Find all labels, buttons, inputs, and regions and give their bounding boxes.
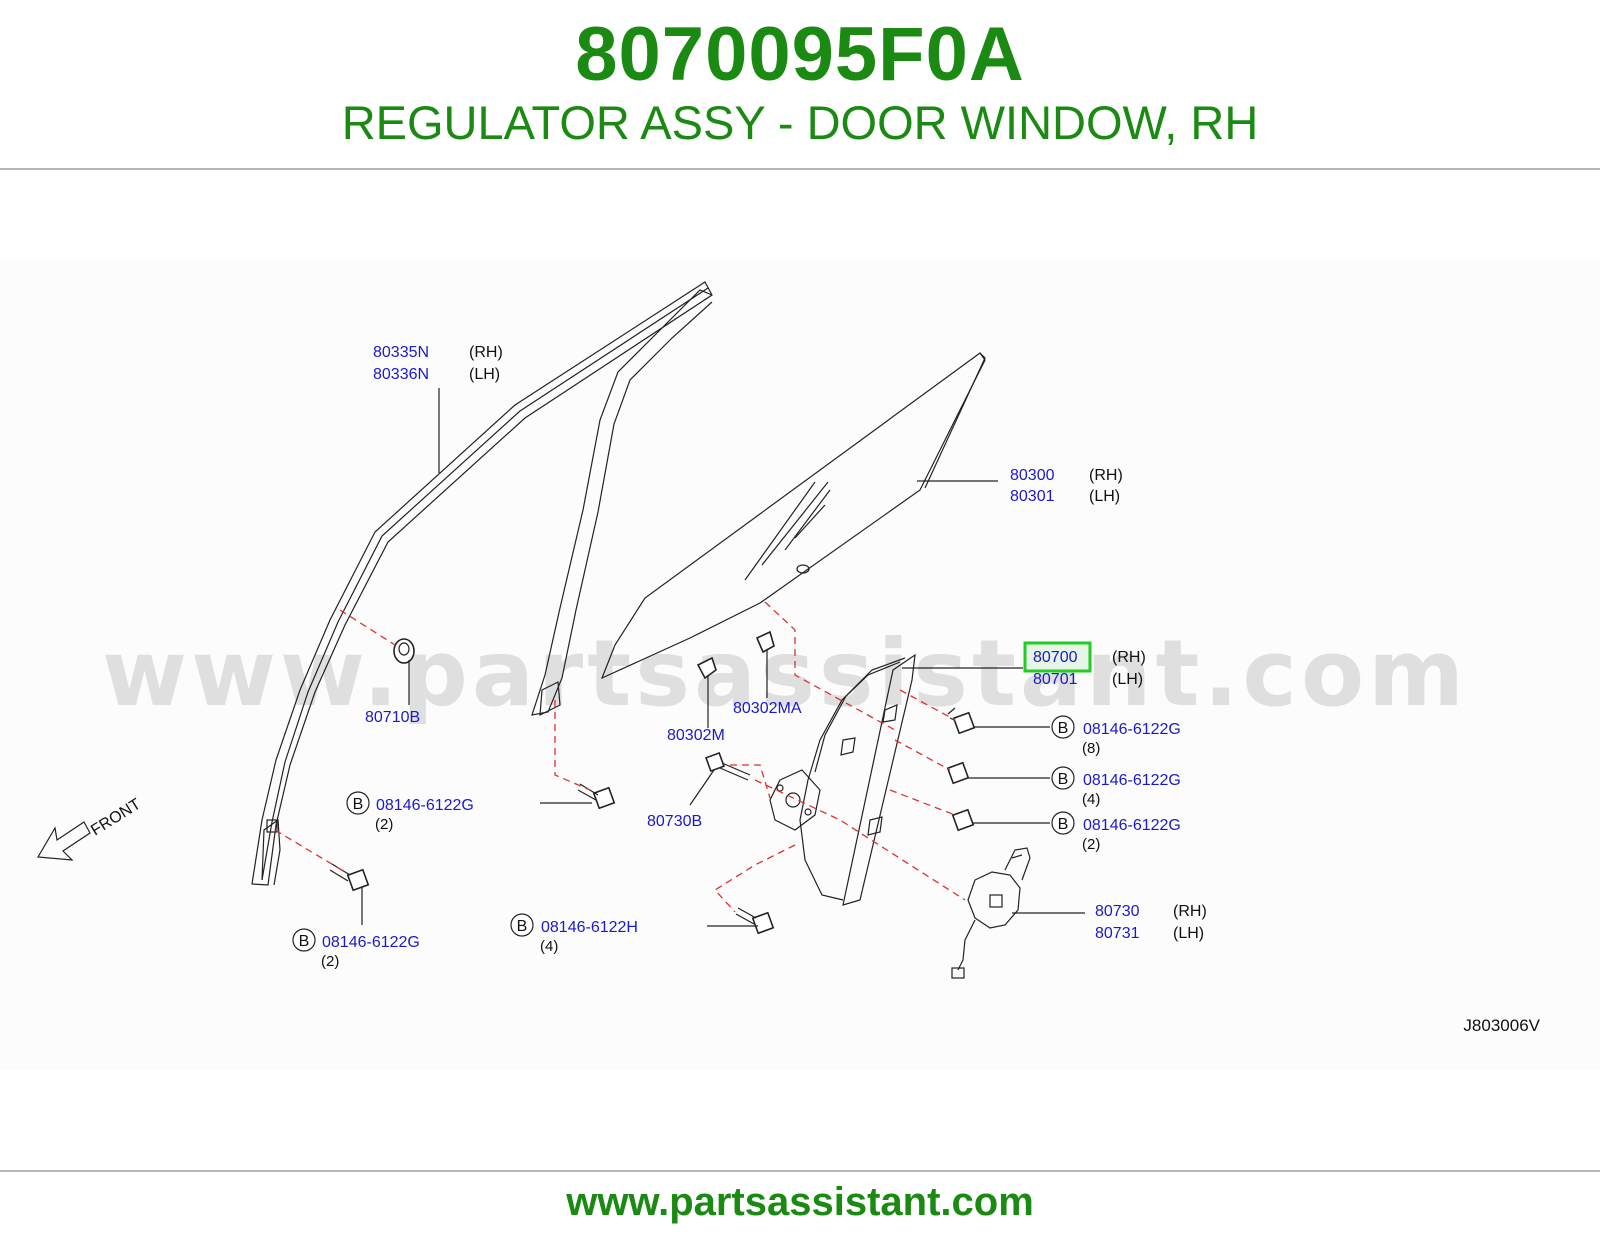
diagram-background [0,260,1600,1070]
bolt-badge-letter: B [299,933,310,950]
part-link-80336n[interactable]: 80336N [373,366,429,383]
side-lh-label: (LH) [1089,488,1120,505]
quantity-label: (2) [321,953,339,970]
bolt-badge-icon [1051,766,1075,790]
quantity-label: (2) [1082,836,1100,853]
watermark-text: www.partsassistant.com [102,620,1468,727]
part-link-08146-6122g[interactable]: 08146-6122G [1083,772,1181,789]
bolt-icon-80730b [705,752,751,781]
diagram-reference-code: J803006V [1463,1016,1540,1035]
part-description: REGULATOR ASSY - DOOR WINDOW, RH [341,96,1259,149]
part-link-08146-6122g[interactable]: 08146-6122G [1083,721,1181,738]
part-link-80302ma[interactable]: 80302MA [733,700,802,717]
part-link-08146-6122h[interactable]: 08146-6122H [541,919,638,936]
part-number-title: 8070095F0A [575,12,1025,97]
part-link-08146-6122g[interactable]: 08146-6122G [322,934,420,951]
footer-divider [0,1170,1600,1172]
part-link-08146-6122g[interactable]: 08146-6122G [376,797,474,814]
side-lh-label: (LH) [1173,925,1204,942]
part-link-80700-highlighted[interactable]: 80700 [1033,649,1078,666]
bolt-icon-left-mid [577,783,616,810]
bolt-callout-left-mid: B 08146-6122G (2) [346,791,474,833]
bolt-badge-letter: B [1058,816,1069,833]
quantity-label: (8) [1082,740,1100,757]
highlighted-part-box [1023,641,1092,673]
leader-lines [361,388,1085,927]
regulator-motor [951,847,1031,979]
glass-holder-80302ma [755,630,775,654]
bolt-badge-letter: B [517,918,528,935]
side-rh-label: (RH) [1089,467,1123,484]
bolt-badge-icon [292,928,316,952]
bolt-badge-letter: B [1058,771,1069,788]
bolt-badge-icon [346,791,370,815]
bolt-badge-letter: B [1058,720,1069,737]
bolt-badge-icon [510,913,534,937]
door-glass [600,352,986,680]
bolt-badge-icon [1051,811,1075,835]
window-regulator [769,653,916,906]
bolt-callout-r3: B 08146-6122G (2) [1051,811,1181,853]
side-rh-label: (RH) [469,344,503,361]
part-link-80730b[interactable]: 80730B [647,813,702,830]
part-link-80335n[interactable]: 80335N [373,344,429,361]
footer-site-link[interactable]: www.partsassistant.com [566,1180,1034,1224]
side-lh-label: (LH) [469,366,500,383]
bolt-badge-icon [1051,715,1075,739]
part-link-80300[interactable]: 80300 [1010,467,1055,484]
bolt-icon-center-low [735,907,775,935]
part-link-80701[interactable]: 80701 [1033,671,1078,688]
parts-diagram: www.partsassistant.com [0,260,1600,1070]
part-link-80730[interactable]: 80730 [1095,903,1140,920]
part-link-80301[interactable]: 80301 [1010,488,1055,505]
bolt-callout-r2: B 08146-6122G (4) [1051,766,1181,808]
part-link-08146-6122g[interactable]: 08146-6122G [1083,817,1181,834]
part-link-80710b[interactable]: 80710B [365,709,420,726]
header-divider [0,168,1600,170]
side-rh-label: (RH) [1173,903,1207,920]
quantity-label: (4) [540,938,558,955]
side-lh-label: (LH) [1112,671,1143,688]
glass-holder-80302m [696,656,717,680]
bolt-icon-r2 [946,761,970,785]
side-rh-label: (RH) [1112,649,1146,666]
assembly-dashed-lines [274,601,966,913]
part-link-80302m[interactable]: 80302M [667,727,725,744]
bolt-icon-r3 [951,808,975,832]
door-sash-frame [251,281,713,886]
bolt-callout-left-low: B 08146-6122G (2) [292,928,420,970]
part-link-80731[interactable]: 80731 [1095,925,1140,942]
bolt-badge-letter: B [353,796,364,813]
grommet-80710b [393,638,415,664]
quantity-label: (4) [1082,791,1100,808]
bolt-callout-r1: B 08146-6122G (8) [1051,715,1181,757]
bolt-callout-center-low: B 08146-6122H (4) [510,913,638,955]
quantity-label: (2) [375,816,393,833]
